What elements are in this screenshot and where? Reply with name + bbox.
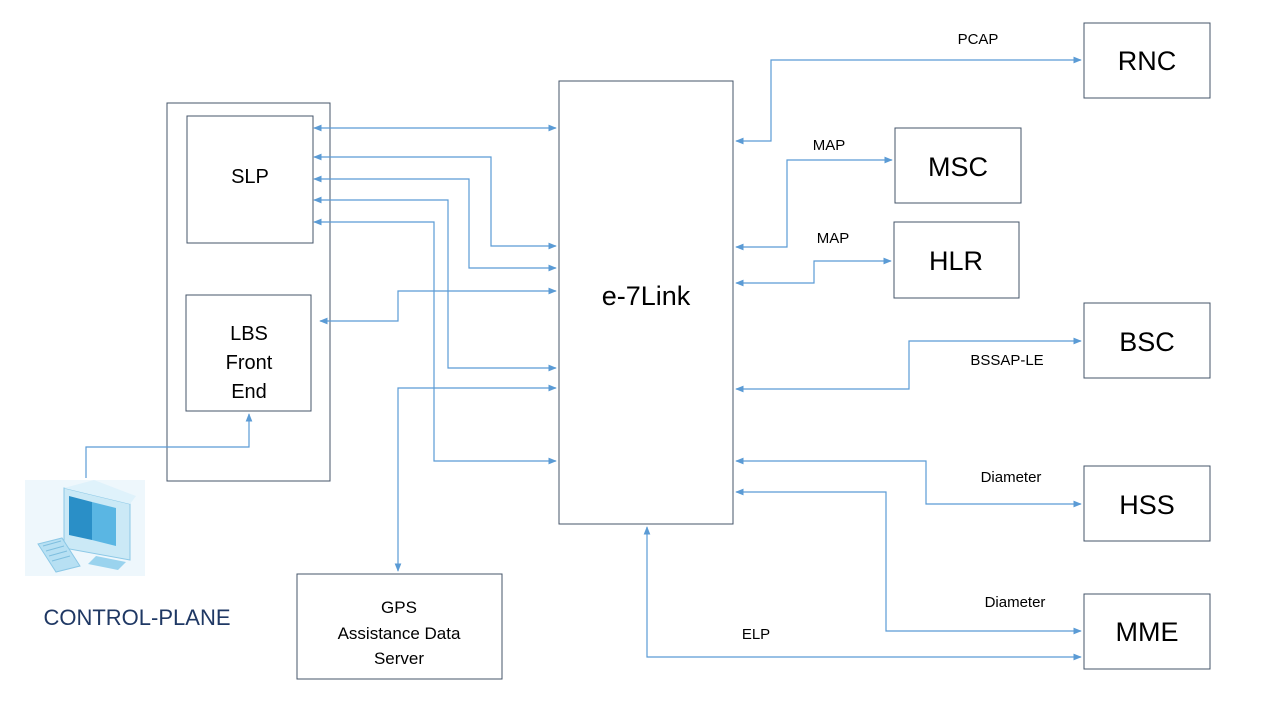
computer-icon [25,480,145,576]
gps-label-line1: GPS [381,598,417,617]
bssap-le-label: BSSAP-LE [970,352,1043,369]
e7link-box[interactable] [558,80,734,525]
diameter-hss-label: Diameter [981,469,1042,486]
rnc-label: RNC [1118,46,1177,76]
rnc-connector [735,56,1082,145]
elp-connector [643,526,1082,661]
slp-e7link-connector-3 [313,175,557,272]
bsc-connector [735,337,1082,393]
gps-label-line3: Server [374,649,424,668]
diameter-mme-label: Diameter [985,594,1046,611]
elp-label: ELP [742,626,770,643]
slp-e7link-connector-5 [313,218,557,465]
gps-e7link-connector [394,384,557,572]
rnc-box[interactable] [1083,22,1211,99]
control-plane-lbs-connector [85,413,253,478]
gps-assistance-server-box[interactable] [296,573,503,680]
control-plane-label: CONTROL-PLANE [43,605,230,630]
bsc-box[interactable] [1083,302,1211,379]
hss-label: HSS [1119,490,1175,520]
msc-connector [735,156,893,251]
gps-label-line2: Assistance Data [338,624,461,643]
msc-label: MSC [928,152,988,182]
mme-label: MME [1116,617,1179,647]
bsc-label: BSC [1119,327,1175,357]
hlr-box[interactable] [893,221,1020,299]
e7link-label: e-7Link [602,281,691,311]
slp-box[interactable] [186,115,314,244]
slp-label: SLP [231,166,269,188]
slp-e7link-connector-4 [313,196,557,372]
map-hlr-label: MAP [817,230,850,247]
slp-e7link-connector-2 [313,153,557,250]
map-msc-label: MAP [813,137,846,154]
lbs-front-end-box[interactable] [185,294,312,412]
lbs-e7link-connector [319,287,557,325]
pcap-label: PCAP [958,31,999,48]
hlr-connector [735,257,892,287]
hlr-label: HLR [929,246,983,276]
mme-box[interactable] [1083,593,1211,670]
lbs-label-line3: End [231,381,267,403]
lbs-label-line1: LBS [230,323,268,345]
lbs-label-line2: Front [226,352,273,374]
hss-box[interactable] [1083,465,1211,542]
